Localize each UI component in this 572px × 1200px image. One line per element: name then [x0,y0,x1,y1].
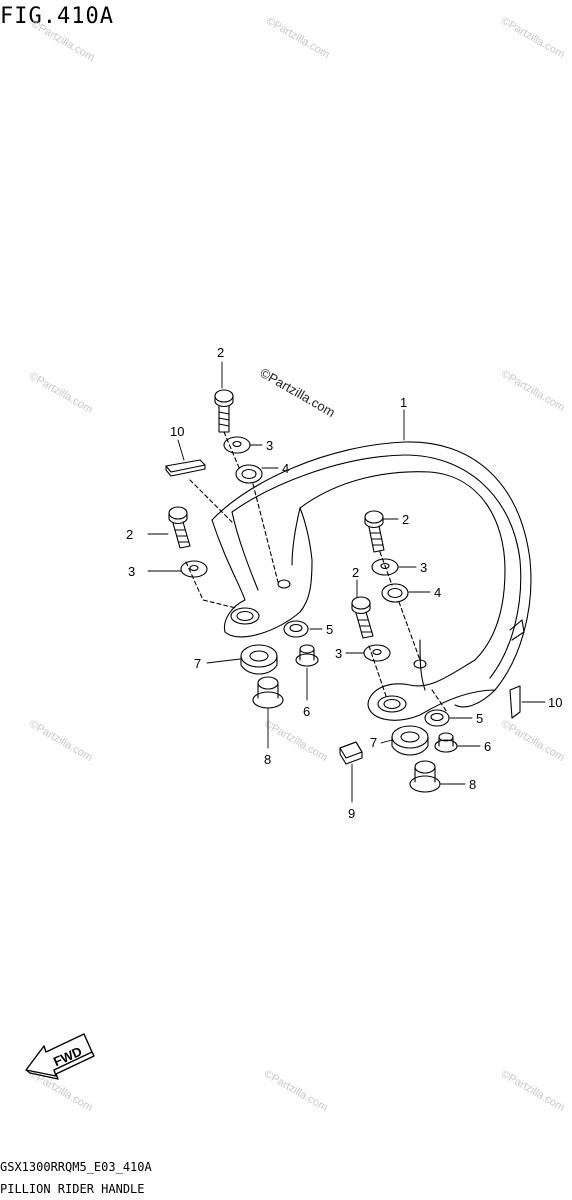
bolt-part [364,510,385,553]
callout-8: 8 [264,752,271,767]
grommet-part [240,644,278,675]
callout-3: 3 [420,560,427,575]
callout-1: 1 [400,395,407,410]
callout-8: 8 [469,777,476,792]
leader-lines [147,361,546,803]
rider-handle-part [211,441,532,721]
section-name: PILLION RIDER HANDLE [0,1182,145,1196]
callout-3: 3 [266,438,273,453]
bolt-part [351,596,374,639]
callout-3: 3 [335,646,342,661]
callout-2: 2 [217,345,224,360]
spacer-washer-part [381,583,409,603]
cushion-part [424,709,450,727]
callout-6: 6 [303,704,310,719]
fwd-arrow-icon: FWD [25,1033,95,1080]
grommet-part [391,725,429,756]
callout-5: 5 [326,622,333,637]
washer-part [371,558,399,576]
callout-10: 10 [548,695,562,710]
bush-part [252,676,284,709]
model-code: GSX1300RRQM5_E03_410A [0,1160,152,1174]
bush-part [409,760,441,793]
callout-10: 10 [170,424,184,439]
damper-part [339,741,363,765]
pad-part [165,459,206,477]
washer-part [223,436,251,454]
figure-title: FIG.410A [0,4,114,29]
callout-2: 2 [352,565,359,580]
callout-2: 2 [126,527,133,542]
callout-9: 9 [348,806,355,821]
collar-part [295,644,319,667]
bolt-part [214,389,234,433]
washer-part [363,644,391,662]
bolt-part [168,506,191,549]
callout-6: 6 [484,739,491,754]
spacer-washer-part [235,464,263,484]
callout-5: 5 [476,711,483,726]
washer-part [180,560,208,578]
collar-part [434,732,458,753]
callout-4: 4 [434,585,441,600]
callout-7: 7 [370,735,377,750]
callout-2: 2 [402,512,409,527]
callout-3: 3 [128,564,135,579]
pad-part [509,685,521,719]
assembly-lines [185,431,448,713]
callout-4: 4 [282,461,289,476]
callout-7: 7 [194,656,201,671]
cushion-part [283,620,309,638]
